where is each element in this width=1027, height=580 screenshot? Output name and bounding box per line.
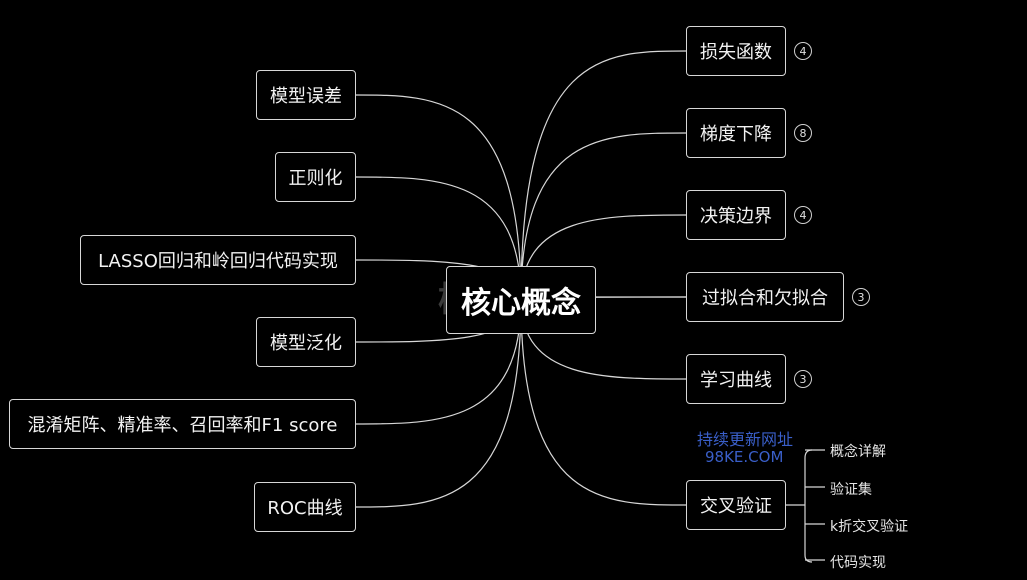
leaf-concept-detail[interactable]: 概念详解 — [830, 444, 886, 460]
count-badge-learning-curve[interactable]: 3 — [794, 370, 812, 388]
count-badge-overfitting[interactable]: 3 — [852, 288, 870, 306]
node-gradient-descent[interactable]: 梯度下降 — [686, 108, 786, 158]
watermark-line1: 持续更新网址 — [697, 430, 794, 449]
count-badge-decision-boundary[interactable]: 4 — [794, 206, 812, 224]
connector-cv-bracket — [804, 449, 813, 563]
node-core-concepts[interactable]: 核心概念 — [446, 266, 596, 334]
connector-loss — [520, 50, 687, 301]
node-learning-curve[interactable]: 学习曲线 — [686, 354, 786, 404]
connector-regularization — [355, 176, 522, 301]
node-roc-curve[interactable]: ROC曲线 — [254, 482, 356, 532]
node-overfitting-underfitting[interactable]: 过拟合和欠拟合 — [686, 272, 844, 322]
node-model-generalization[interactable]: 模型泛化 — [256, 317, 356, 367]
count-badge-gradient-descent[interactable]: 8 — [794, 124, 812, 142]
watermark-line2: 98KE.COM — [705, 448, 784, 466]
connector-confusion — [355, 299, 522, 425]
leaf-code-impl[interactable]: 代码实现 — [830, 555, 886, 571]
leaf-validation-set[interactable]: 验证集 — [830, 482, 872, 498]
leaf-k-fold[interactable]: k折交叉验证 — [830, 519, 909, 535]
node-lasso-ridge-code[interactable]: LASSO回归和岭回归代码实现 — [80, 235, 356, 285]
connector-roc — [355, 299, 522, 508]
count-badge-loss-function[interactable]: 4 — [794, 42, 812, 60]
node-cross-validation[interactable]: 交叉验证 — [686, 480, 786, 530]
node-decision-boundary[interactable]: 决策边界 — [686, 190, 786, 240]
node-confusion-matrix[interactable]: 混淆矩阵、精准率、召回率和F1 score — [9, 399, 356, 449]
node-regularization[interactable]: 正则化 — [275, 152, 356, 202]
node-loss-function[interactable]: 损失函数 — [686, 26, 786, 76]
node-model-error[interactable]: 模型误差 — [256, 70, 356, 120]
connector-model-error — [355, 94, 522, 301]
connector-gradient — [520, 132, 687, 301]
connector-cross-val — [520, 299, 687, 506]
